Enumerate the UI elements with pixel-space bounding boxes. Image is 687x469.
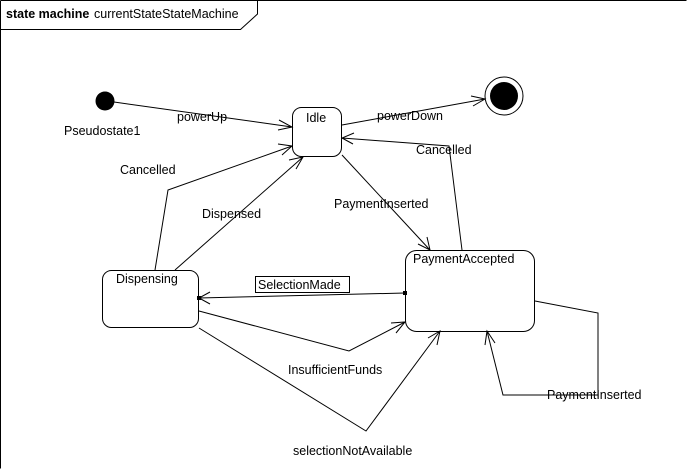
transition-selection-not-available[interactable]: selectionNotAvailable xyxy=(198,327,441,458)
transition-payment-inserted-label: PaymentInserted xyxy=(334,197,429,211)
transition-selection-not-available-label: selectionNotAvailable xyxy=(293,444,412,458)
state-idle[interactable]: Idle xyxy=(292,107,342,157)
transition-payment-inserted-self[interactable]: PaymentInserted xyxy=(484,300,642,402)
transition-power-up-label: powerUp xyxy=(177,110,227,124)
state-idle-label: Idle xyxy=(306,111,326,125)
transition-cancelled-from-dispensing-label: Cancelled xyxy=(120,163,176,177)
transition-selection-made[interactable]: SelectionMade xyxy=(197,276,407,305)
state-payment-accepted-label: PaymentAccepted xyxy=(413,252,514,266)
transition-insufficient-funds-label: InsufficientFunds xyxy=(288,363,382,377)
initial-pseudostate[interactable] xyxy=(95,91,115,111)
transition-power-down-label: powerDown xyxy=(377,109,443,123)
transition-cancelled-from-payment-label: Cancelled xyxy=(416,143,472,157)
initial-pseudostate-label: Pseudostate1 xyxy=(64,124,140,138)
transition-payment-inserted[interactable]: PaymentInserted xyxy=(334,154,431,251)
frame-keyword: state machine xyxy=(6,7,89,21)
state-dispensing-label: Dispensing xyxy=(116,272,178,286)
transition-cancelled-from-payment[interactable]: Cancelled xyxy=(340,132,472,251)
final-state[interactable] xyxy=(484,76,524,116)
transition-dispensed[interactable]: Dispensed xyxy=(174,156,305,271)
transition-selection-made-label: SelectionMade xyxy=(258,278,341,292)
state-payment-accepted[interactable]: PaymentAccepted xyxy=(405,250,535,332)
transition-insufficient-funds[interactable]: InsufficientFunds xyxy=(198,310,407,377)
frame-title: currentStateStateMachine xyxy=(94,7,239,21)
transition-cancelled-from-dispensing[interactable]: Cancelled xyxy=(120,143,294,271)
transition-power-up[interactable]: powerUp xyxy=(113,101,294,131)
transition-payment-inserted-self-label: PaymentInserted xyxy=(547,388,642,402)
state-dispensing[interactable]: Dispensing xyxy=(102,270,199,328)
transition-dispensed-label: Dispensed xyxy=(202,207,261,221)
transition-power-down[interactable]: powerDown xyxy=(341,95,487,126)
